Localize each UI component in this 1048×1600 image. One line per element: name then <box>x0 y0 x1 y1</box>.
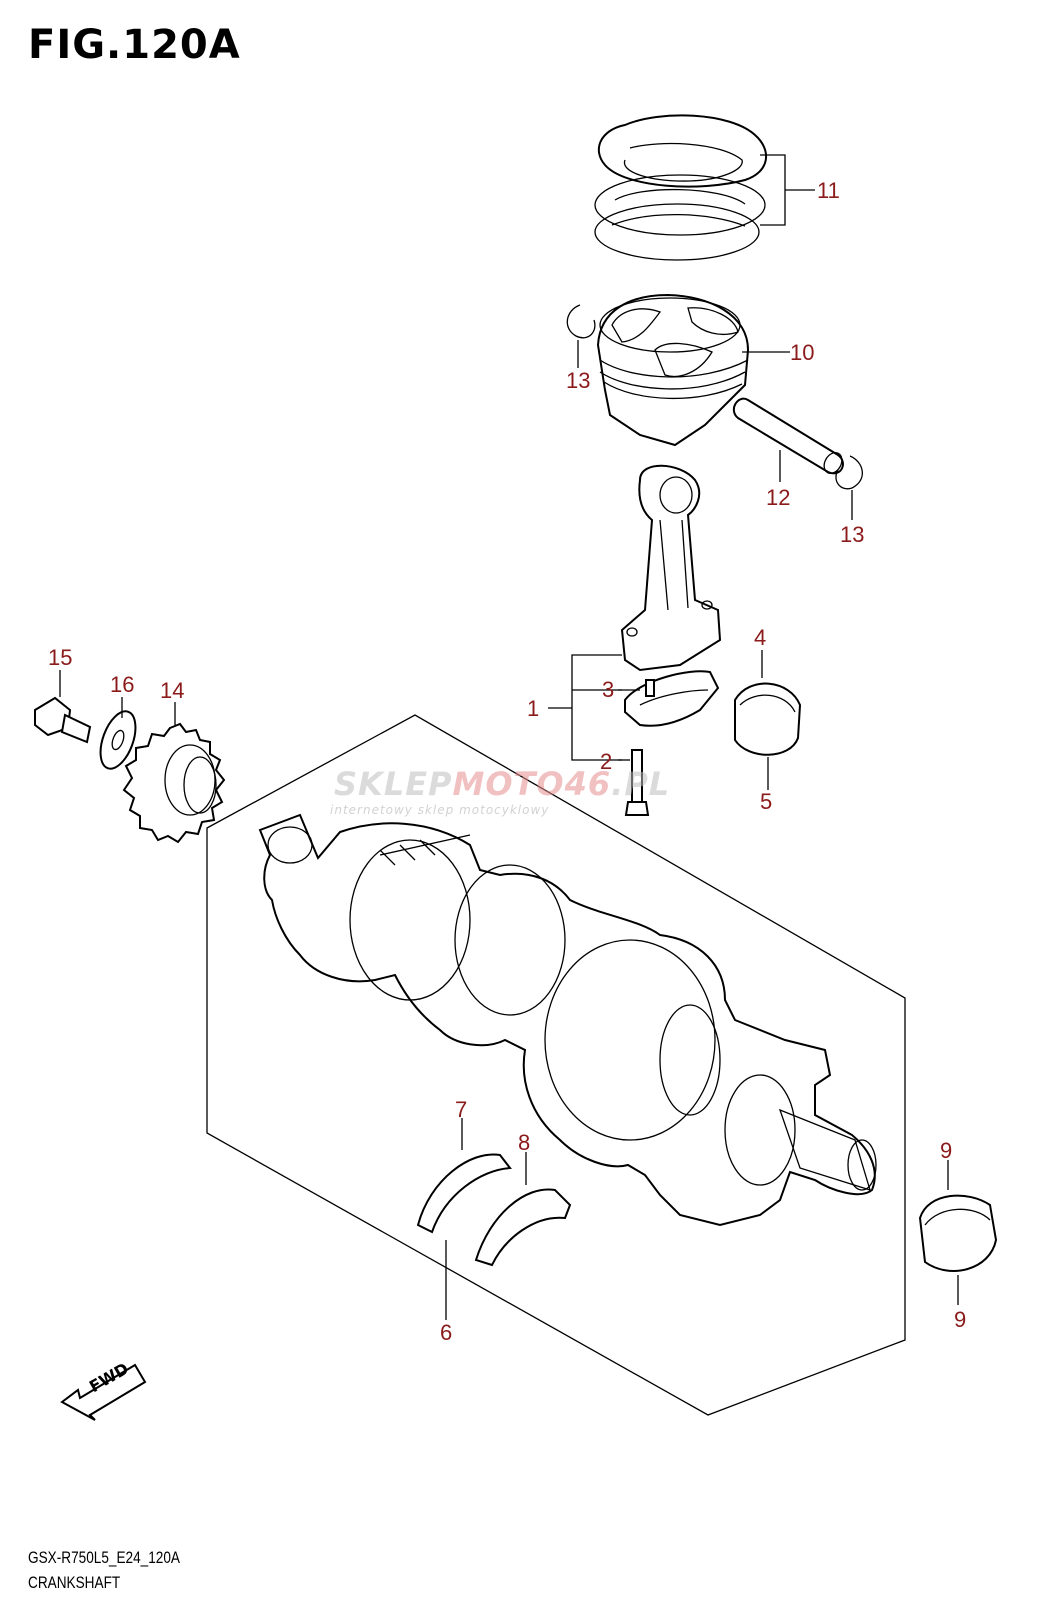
fwd-arrow-icon <box>60 1363 147 1421</box>
figure-title: FIG.120A <box>28 22 241 68</box>
callout-13-upper[interactable]: 13 <box>566 368 591 393</box>
piston-rings-drawing <box>594 114 815 261</box>
callout-13-lower[interactable]: 13 <box>840 522 865 547</box>
callout-5[interactable]: 5 <box>760 789 773 814</box>
callout-9-upper[interactable]: 9 <box>940 1138 953 1163</box>
circlip-upper-drawing <box>566 304 596 339</box>
callout-12[interactable]: 12 <box>766 485 791 510</box>
sprocket-drawing <box>122 702 226 844</box>
callout-2[interactable]: 2 <box>600 749 613 774</box>
circlip-lower-drawing <box>835 455 863 490</box>
figure-name: CRANKSHAFT <box>28 1573 121 1592</box>
callout-16[interactable]: 16 <box>110 672 135 697</box>
main-bearing-drawing <box>918 1160 998 1305</box>
callout-1[interactable]: 1 <box>527 696 540 721</box>
callout-8[interactable]: 8 <box>518 1130 531 1155</box>
piston-pin-drawing <box>732 397 844 482</box>
callout-4[interactable]: 4 <box>754 625 767 650</box>
sprocket-washer-drawing <box>99 697 137 770</box>
callout-7[interactable]: 7 <box>455 1097 468 1122</box>
callout-3[interactable]: 3 <box>602 677 615 702</box>
thrust-bearings-drawing <box>416 1118 572 1320</box>
callout-10[interactable]: 10 <box>790 340 815 365</box>
watermark-logo: SKLEPMOTO46.PL <box>334 765 671 803</box>
connecting-rod-drawing <box>620 464 722 727</box>
crankshaft-drawing <box>258 813 877 1227</box>
model-code: GSX-R750L5_E24_120A <box>28 1548 180 1567</box>
sprocket-bolt-drawing <box>34 670 92 744</box>
watermark-tagline: internetowy sklep motocyklowy <box>330 803 550 817</box>
rod-bolt-drawing <box>624 749 650 816</box>
crankshaft-boundary-frame <box>206 714 906 1416</box>
callout-11[interactable]: 11 <box>817 178 840 203</box>
callout-14[interactable]: 14 <box>160 678 185 703</box>
callout-6[interactable]: 6 <box>440 1320 453 1345</box>
piston-drawing <box>596 293 790 447</box>
callout-15[interactable]: 15 <box>48 645 73 670</box>
conrod-bearing-drawing <box>734 650 802 790</box>
callout-9-lower[interactable]: 9 <box>954 1307 967 1332</box>
